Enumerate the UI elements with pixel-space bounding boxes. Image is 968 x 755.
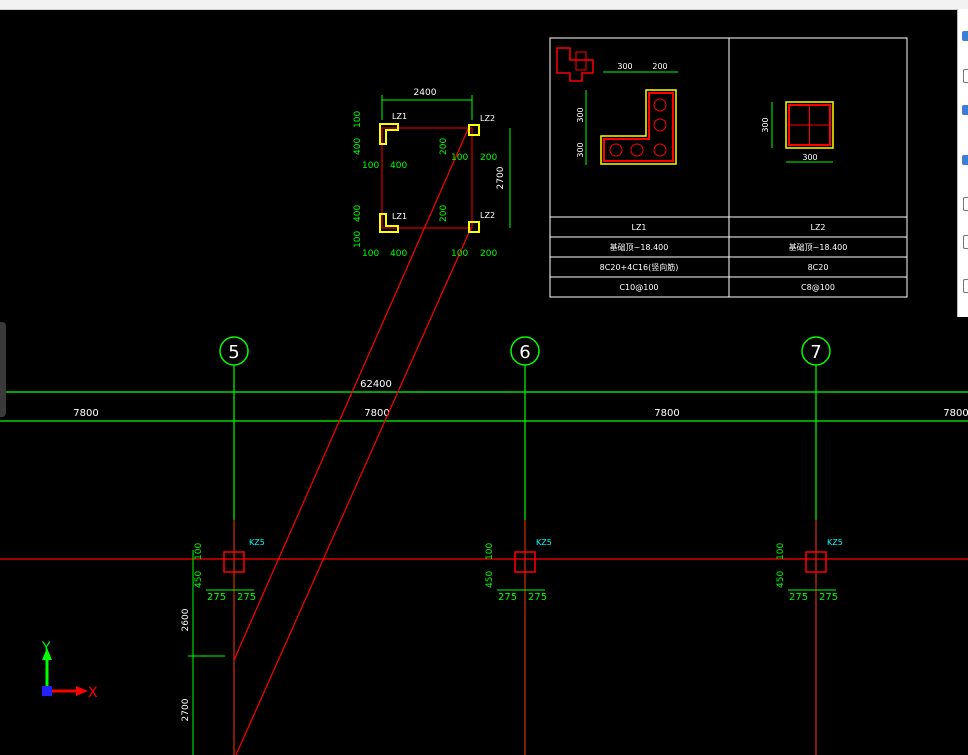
plan-dim: 400: [390, 161, 407, 171]
panel-icon[interactable]: [962, 155, 968, 165]
vertical-dim-text: 2700: [181, 698, 191, 721]
dim-text: 275: [789, 592, 808, 603]
dim-text: 275: [528, 592, 547, 603]
plan-dim: 100: [362, 161, 379, 171]
plan-dim: 200: [439, 138, 449, 155]
axis-label: 5: [228, 342, 239, 363]
column-kz5[interactable]: KZ5 100 450 275 275: [485, 538, 552, 603]
column-label: KZ5: [827, 538, 843, 547]
dim-text: 100: [776, 543, 786, 560]
panel-checkbox[interactable]: [963, 197, 968, 211]
plan-dim: 100: [451, 153, 468, 163]
lz2-label: LZ2: [480, 114, 495, 123]
panel-icon[interactable]: [962, 105, 968, 115]
ucs-icon: Y X: [41, 640, 98, 701]
table-cell: 基础顶~18.400: [789, 242, 848, 252]
column-label: KZ5: [249, 538, 265, 547]
plan-dim: 400: [353, 138, 363, 155]
window-title-bar: [0, 0, 968, 10]
column-kz5[interactable]: KZ5 100 450 275 275: [194, 538, 265, 603]
span-dimension-text: 7800: [364, 408, 389, 419]
span-dimension-text: 7800: [943, 408, 968, 419]
lz2-dim: 300: [802, 153, 817, 162]
dim-text: 450: [485, 571, 495, 588]
plan-right-dim: 2700: [496, 166, 506, 189]
plan-dim: 100: [362, 249, 379, 259]
plan-dim: 200: [439, 205, 449, 222]
lz1-dim: 300: [576, 107, 585, 122]
plan-dim: 100: [451, 249, 468, 259]
panel-checkbox[interactable]: [963, 279, 968, 293]
table-cell: LZ2: [810, 223, 825, 232]
dim-text: 275: [819, 592, 838, 603]
dim-text: 450: [776, 571, 786, 588]
panel-icon[interactable]: [962, 31, 968, 41]
lz2-label: LZ2: [480, 211, 495, 220]
ucs-x-label: X: [88, 685, 98, 701]
panel-resize-handle[interactable]: [0, 322, 6, 417]
lz2-dim: 300: [761, 117, 770, 132]
plan-dim: 200: [480, 153, 497, 163]
plan-dim: 200: [480, 249, 497, 259]
column-detail-table[interactable]: 300 200 300 300 300 300 LZ1 LZ2 基础顶~18.4…: [549, 37, 908, 298]
lz1-dim: 300: [576, 142, 585, 157]
lz1-dim: 200: [652, 62, 667, 71]
dim-text: 450: [194, 571, 204, 588]
plan-top-dim: 2400: [414, 88, 437, 98]
panel-checkbox[interactable]: [963, 235, 968, 249]
wall-column-plan[interactable]: 2400 2700 LZ1 100 400 100 400 LZ2 200 10…: [353, 88, 511, 259]
leader-line: [233, 126, 470, 661]
dim-text: 275: [498, 592, 517, 603]
plan-dim: 100: [353, 111, 363, 128]
panel-checkbox[interactable]: [963, 69, 968, 83]
lz1-dim: 300: [617, 62, 632, 71]
table-cell: C8@100: [801, 283, 835, 292]
dim-text: 275: [207, 592, 226, 603]
dim-text: 100: [485, 543, 495, 560]
vertical-dim-text: 2600: [181, 608, 191, 631]
overall-dimension-text: 62400: [360, 379, 392, 390]
lz2-section: 300 300: [761, 101, 834, 163]
properties-side-panel[interactable]: [957, 9, 968, 317]
ucs-y-label: Y: [41, 640, 51, 656]
table-cell: 8C20+4C16(竖向筋): [600, 262, 679, 272]
plan-dim: 400: [390, 249, 407, 259]
plan-dim: 400: [353, 205, 363, 222]
table-cell: 基础顶~18.400: [610, 242, 669, 252]
span-dimension-text: 7800: [73, 408, 98, 419]
leader-line: [235, 227, 472, 755]
dim-text: 275: [237, 592, 256, 603]
lz1-label: LZ1: [392, 112, 407, 121]
table-cell: LZ1: [631, 223, 646, 232]
axis-label: 7: [810, 342, 821, 363]
plan-dim: 100: [353, 231, 363, 248]
axis-label: 6: [519, 342, 530, 363]
table-cell: C10@100: [619, 283, 658, 292]
lz1-label: LZ1: [392, 212, 407, 221]
lz1-section: 300 200 300 300: [556, 47, 678, 165]
table-cell: 8C20: [808, 263, 829, 272]
span-dimension-text: 7800: [654, 408, 679, 419]
column-label: KZ5: [536, 538, 552, 547]
dim-text: 100: [194, 543, 204, 560]
column-kz5[interactable]: KZ5 100 450 275 275: [776, 538, 843, 603]
